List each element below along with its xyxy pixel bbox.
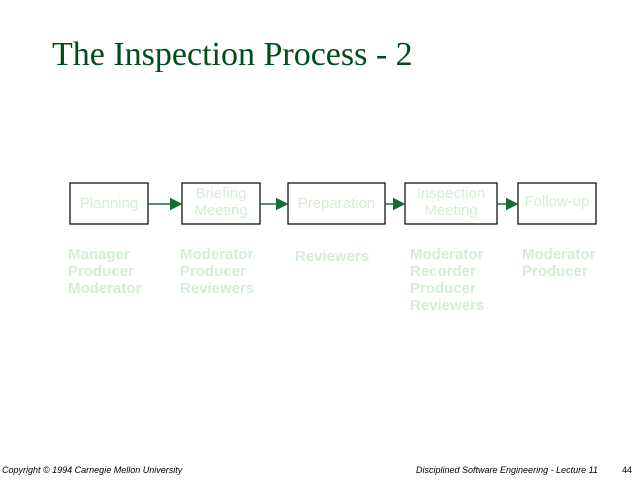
step-label-inspection: Inspection Meeting <box>416 184 486 219</box>
footer-lecture: Disciplined Software Engineering - Lectu… <box>416 465 598 475</box>
step-label-preparation: Preparation <box>297 195 376 212</box>
role-item: Manager <box>68 246 130 263</box>
role-item: Moderator <box>410 246 484 263</box>
role-item: Moderator <box>180 246 254 263</box>
role-item: Moderator <box>68 280 142 297</box>
role-item: Reviewers <box>295 248 370 265</box>
role-item: Producer <box>522 263 588 280</box>
role-item: Reviewers <box>180 280 255 297</box>
role-item: Moderator <box>522 246 596 263</box>
role-item: Producer <box>410 280 476 297</box>
roles-briefing: Moderator Producer Reviewers <box>180 246 254 297</box>
step-label-briefing: Briefing Meeting <box>194 184 248 219</box>
step-box-preparation <box>287 182 386 225</box>
role-item: Producer <box>68 263 134 280</box>
roles-followup: Moderator Producer <box>522 246 595 280</box>
roles-preparation: Reviewers <box>295 248 369 265</box>
role-item: Recorder <box>410 263 476 280</box>
footer-copyright: Copyright © 1994 Carnegie Mellon Univers… <box>2 465 183 475</box>
page-title: The Inspection Process - 2 <box>52 36 413 73</box>
step-box-inspection <box>404 182 498 225</box>
step-box-briefing <box>181 182 261 225</box>
step-label-followup: Follow-up <box>524 193 590 210</box>
roles-inspection: Moderator Recorder Producer Reviewers <box>410 246 484 314</box>
step-box-planning <box>69 182 149 225</box>
step-label-planning: Planning <box>79 195 139 212</box>
step-box-followup <box>517 182 597 225</box>
role-item: Producer <box>180 263 246 280</box>
role-item: Reviewers <box>410 297 485 314</box>
roles-planning: Manager Producer Moderator <box>68 246 141 297</box>
footer-page-number: 44 <box>622 465 633 475</box>
